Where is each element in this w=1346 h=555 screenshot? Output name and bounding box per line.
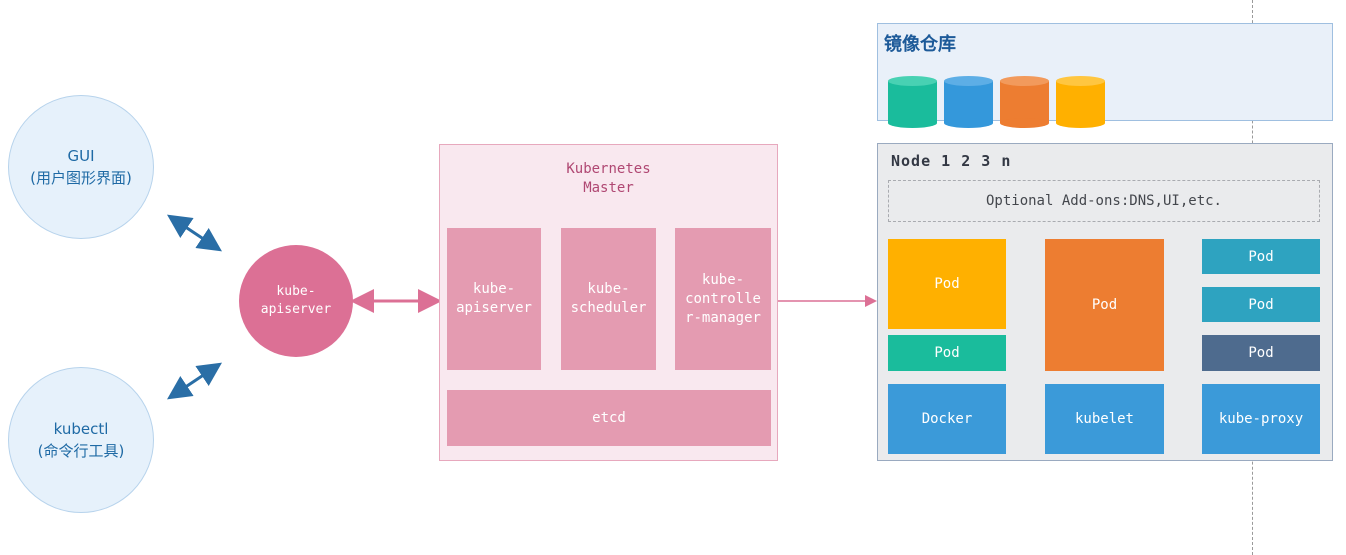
kube-proxy-agent: kube-proxy: [1202, 384, 1320, 454]
master-kube-controller-manager: kube- controlle r-manager: [675, 228, 771, 370]
docker-runtime-label: Docker: [921, 411, 973, 427]
master-title-line1: Kubernetes: [566, 161, 651, 177]
kube-proxy-agent-label: kube-proxy: [1218, 411, 1304, 427]
kube-apiserver-circle: kube- apiserver: [239, 245, 353, 357]
pod-orange-large-label: Pod: [934, 276, 960, 292]
pod-orange-large: Pod: [888, 239, 1006, 329]
gui-client: GUI (用户图形界面): [8, 95, 154, 239]
master-etcd: etcd: [447, 390, 771, 446]
kubectl-client-desc: (命令行工具): [37, 442, 125, 460]
kubectl-client-name: kubectl: [53, 420, 109, 438]
image-cylinders: [888, 76, 1105, 128]
gui-client-desc: (用户图形界面): [30, 169, 132, 187]
pod-teal-1: Pod: [1202, 239, 1320, 274]
kubectl-client: kubectl (命令行工具): [8, 367, 154, 513]
pod-slate: Pod: [1202, 335, 1320, 371]
image-cylinder-2: [944, 76, 993, 128]
kubelet-agent: kubelet: [1045, 384, 1164, 454]
kube-apiserver-circle-line2: apiserver: [260, 302, 332, 317]
pod-dark-orange: Pod: [1045, 239, 1164, 371]
pod-teal-1-label: Pod: [1248, 248, 1274, 265]
pod-green-small: Pod: [888, 335, 1006, 371]
master-kube-apiserver-line1: kube-: [472, 281, 516, 297]
image-cylinder-4: [1056, 76, 1105, 128]
master-title-line2: Master: [583, 180, 634, 196]
docker-runtime: Docker: [888, 384, 1006, 454]
kube-apiserver-circle-line1: kube-: [276, 284, 316, 299]
image-cylinder-1: [888, 76, 937, 128]
master-title: Kubernetes Master: [440, 159, 777, 199]
optional-addons: Optional Add-ons:DNS,UI,etc.: [888, 180, 1320, 222]
pod-green-small-label: Pod: [934, 345, 960, 361]
master-kube-controller-line2: controlle: [685, 290, 761, 307]
kubectl-apiserver-arrow: [167, 362, 222, 400]
worker-node: Node 1 2 3 n Optional Add-ons:DNS,UI,etc…: [877, 143, 1333, 461]
pod-teal-2-label: Pod: [1248, 296, 1274, 313]
master-kube-scheduler-line2: scheduler: [570, 300, 647, 316]
pod-dark-orange-label: Pod: [1091, 297, 1118, 313]
master-kube-controller-line1: kube-: [701, 271, 745, 288]
kubernetes-master: Kubernetes Master kube- apiserver kube- …: [439, 144, 778, 461]
image-registry-title: 镜像仓库: [884, 34, 956, 55]
master-kube-controller-line3: r-manager: [685, 309, 761, 326]
node-title: Node 1 2 3 n: [891, 152, 1012, 170]
image-cylinder-3: [1000, 76, 1049, 128]
master-kube-apiserver: kube- apiserver: [447, 228, 541, 370]
optional-addons-label: Optional Add-ons:DNS,UI,etc.: [985, 193, 1222, 209]
image-registry-images: [888, 76, 1108, 130]
image-registry: 镜像仓库: [877, 23, 1333, 128]
pod-teal-2: Pod: [1202, 287, 1320, 322]
master-etcd-label: etcd: [592, 409, 626, 426]
master-kube-apiserver-line2: apiserver: [456, 300, 532, 316]
master-kube-scheduler-line1: kube-: [587, 281, 630, 297]
gui-apiserver-arrow: [167, 214, 222, 252]
gui-client-name: GUI: [67, 147, 95, 165]
kubelet-agent-label: kubelet: [1074, 411, 1134, 427]
master-kube-scheduler: kube- scheduler: [561, 228, 656, 370]
pod-slate-label: Pod: [1248, 345, 1274, 361]
